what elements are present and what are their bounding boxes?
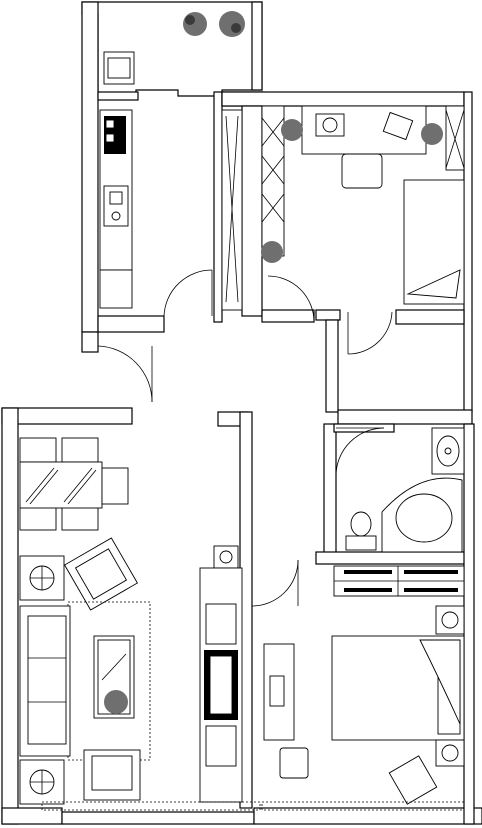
study xyxy=(261,105,465,355)
dining-area xyxy=(19,437,129,531)
kitchen xyxy=(99,109,243,317)
living-room xyxy=(19,537,261,811)
balcony xyxy=(103,11,245,85)
entry-door xyxy=(97,345,153,403)
bathroom xyxy=(335,427,465,553)
master-bedroom xyxy=(251,559,465,811)
wardrobe xyxy=(333,565,465,597)
